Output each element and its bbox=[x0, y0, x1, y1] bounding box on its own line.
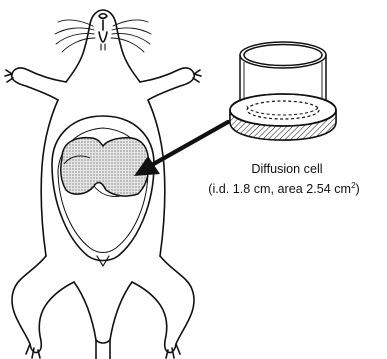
rat-right-forelimb bbox=[140, 68, 194, 100]
rat-nose bbox=[99, 14, 107, 19]
rat-head-outline bbox=[90, 10, 140, 82]
diffusion-cell-illustration bbox=[230, 42, 336, 140]
caption-line-2-end: ) bbox=[356, 182, 360, 196]
cell-top-rim bbox=[240, 42, 326, 68]
rat-tail-base bbox=[74, 282, 96, 359]
exposed-skin-area bbox=[61, 138, 149, 197]
rat-right-hindlimb bbox=[132, 256, 194, 353]
caption-line-2-main: (i.d. 1.8 cm, area 2.54 cm bbox=[208, 182, 351, 196]
rat-torso-left bbox=[41, 100, 58, 256]
rat-left-forelimb bbox=[12, 68, 66, 100]
caption-line-2: (i.d. 1.8 cm, area 2.54 cm2) bbox=[208, 181, 359, 196]
rat-torso-right bbox=[148, 100, 165, 256]
pointer-arrow bbox=[134, 122, 228, 176]
caption-line-1: Diffusion cell bbox=[251, 162, 322, 176]
rat-mouth bbox=[99, 32, 107, 42]
rat-left-hindlimb bbox=[12, 256, 74, 353]
